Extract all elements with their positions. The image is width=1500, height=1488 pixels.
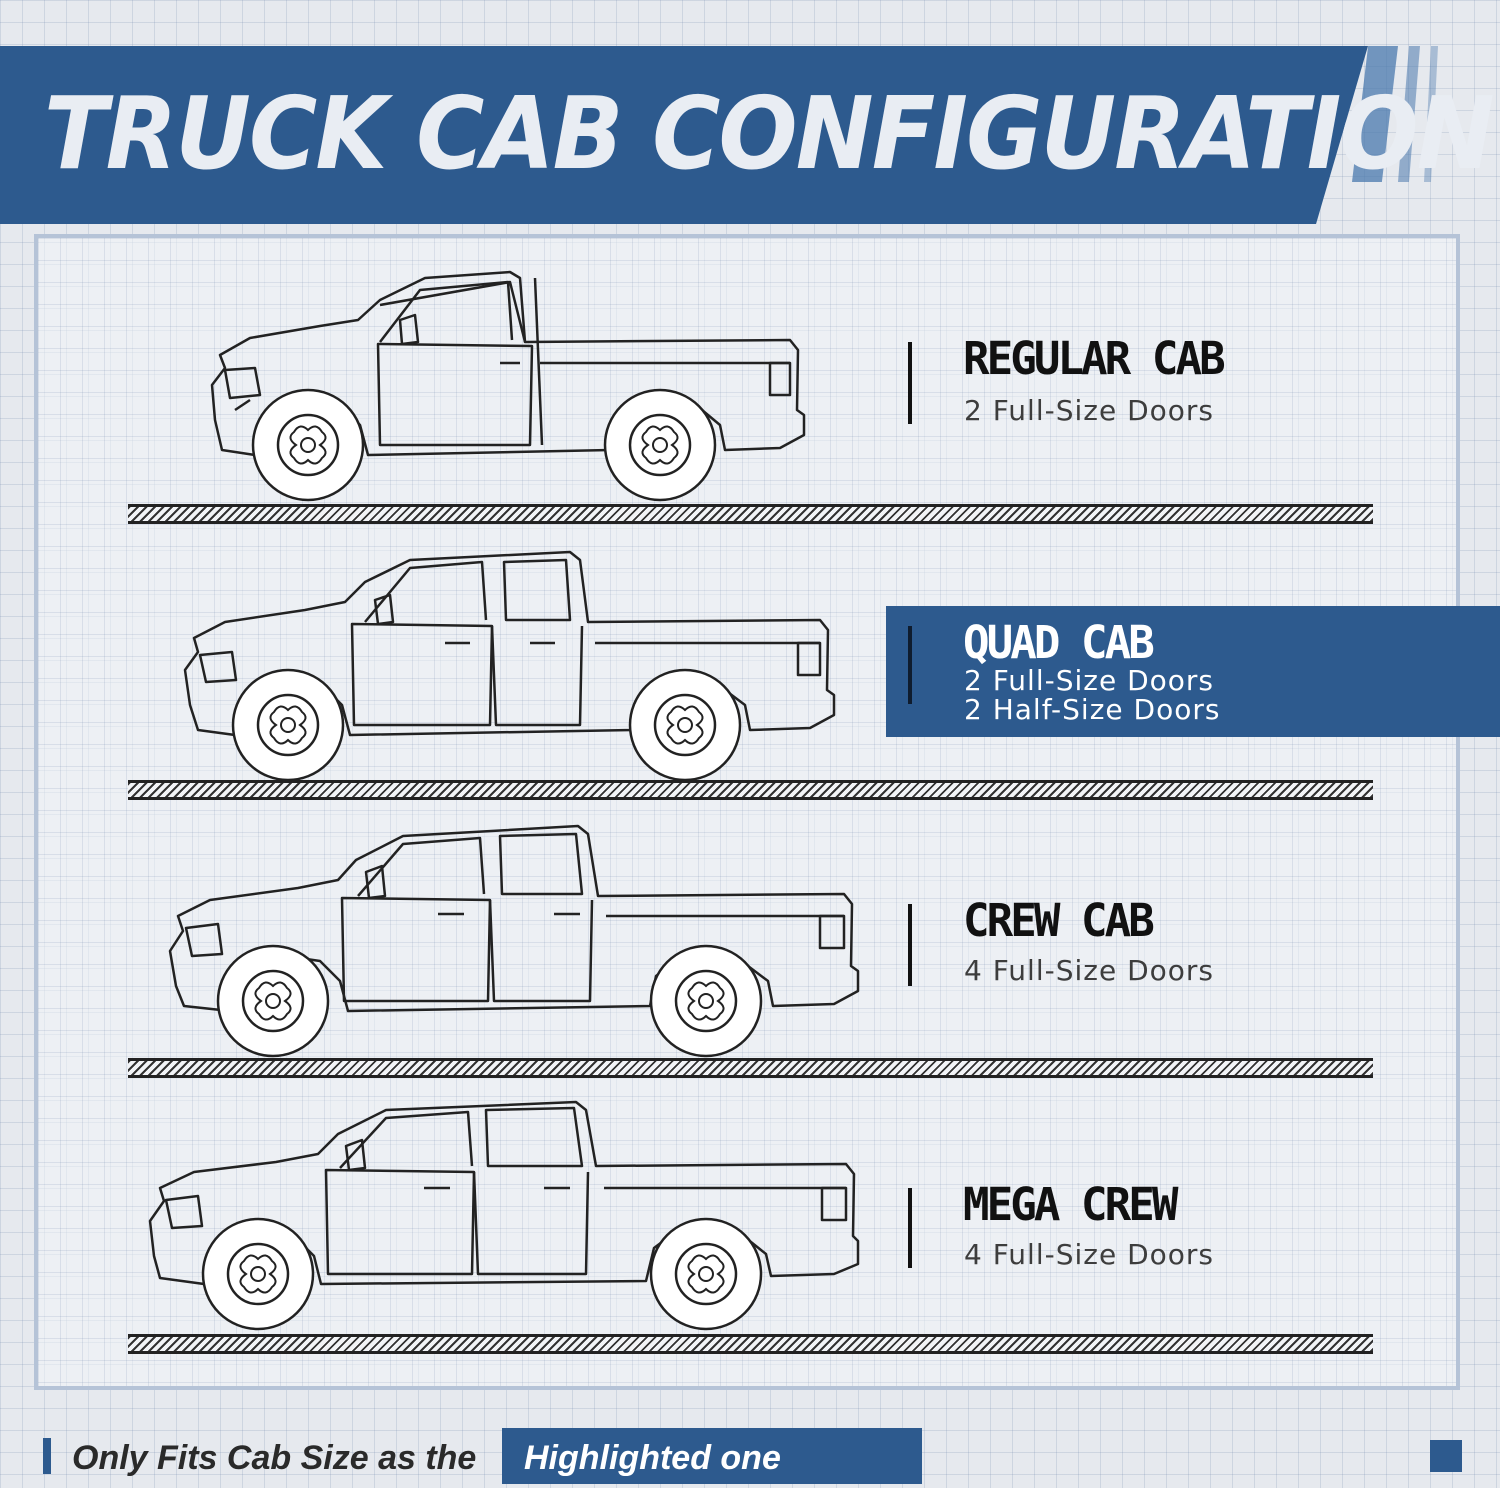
footer-highlight-text: Highlighted one — [524, 1439, 781, 1477]
door-spec: 2 Half-Size Doors — [964, 693, 1221, 726]
footer-note: Only Fits Cab Size as the — [72, 1439, 477, 1477]
title-banner — [0, 46, 1368, 224]
corner-accent-square — [1430, 1440, 1462, 1472]
quad-cab-highlight — [886, 606, 1500, 737]
mega-crew-truck-icon — [148, 1100, 860, 1331]
page-title: TRUCK CAB CONFIGURATION — [44, 75, 1495, 192]
cab-name: MEGA CREW — [963, 1178, 1178, 1231]
cab-name: REGULAR CAB — [963, 332, 1226, 385]
cab-name: CREW CAB — [963, 894, 1155, 947]
ground-line — [128, 780, 1373, 800]
ground-line — [128, 1334, 1373, 1354]
crew-cab-truck-icon — [168, 824, 860, 1058]
ground-line — [128, 1058, 1373, 1078]
door-spec: 2 Full-Size Doors — [964, 664, 1214, 697]
quad-cab-truck-icon — [183, 550, 836, 782]
footer-marker — [43, 1438, 51, 1474]
label-divider — [908, 1188, 912, 1268]
footer-highlight-box — [502, 1428, 922, 1484]
label-divider — [908, 904, 912, 986]
door-spec: 4 Full-Size Doors — [964, 954, 1214, 987]
label-divider — [908, 342, 912, 424]
door-spec: 2 Full-Size Doors — [964, 394, 1214, 427]
cab-name: QUAD CAB — [963, 616, 1155, 669]
label-divider — [908, 626, 912, 704]
regular-cab-truck-icon — [210, 270, 806, 502]
ground-line — [128, 504, 1373, 524]
door-spec: 4 Full-Size Doors — [964, 1238, 1214, 1271]
